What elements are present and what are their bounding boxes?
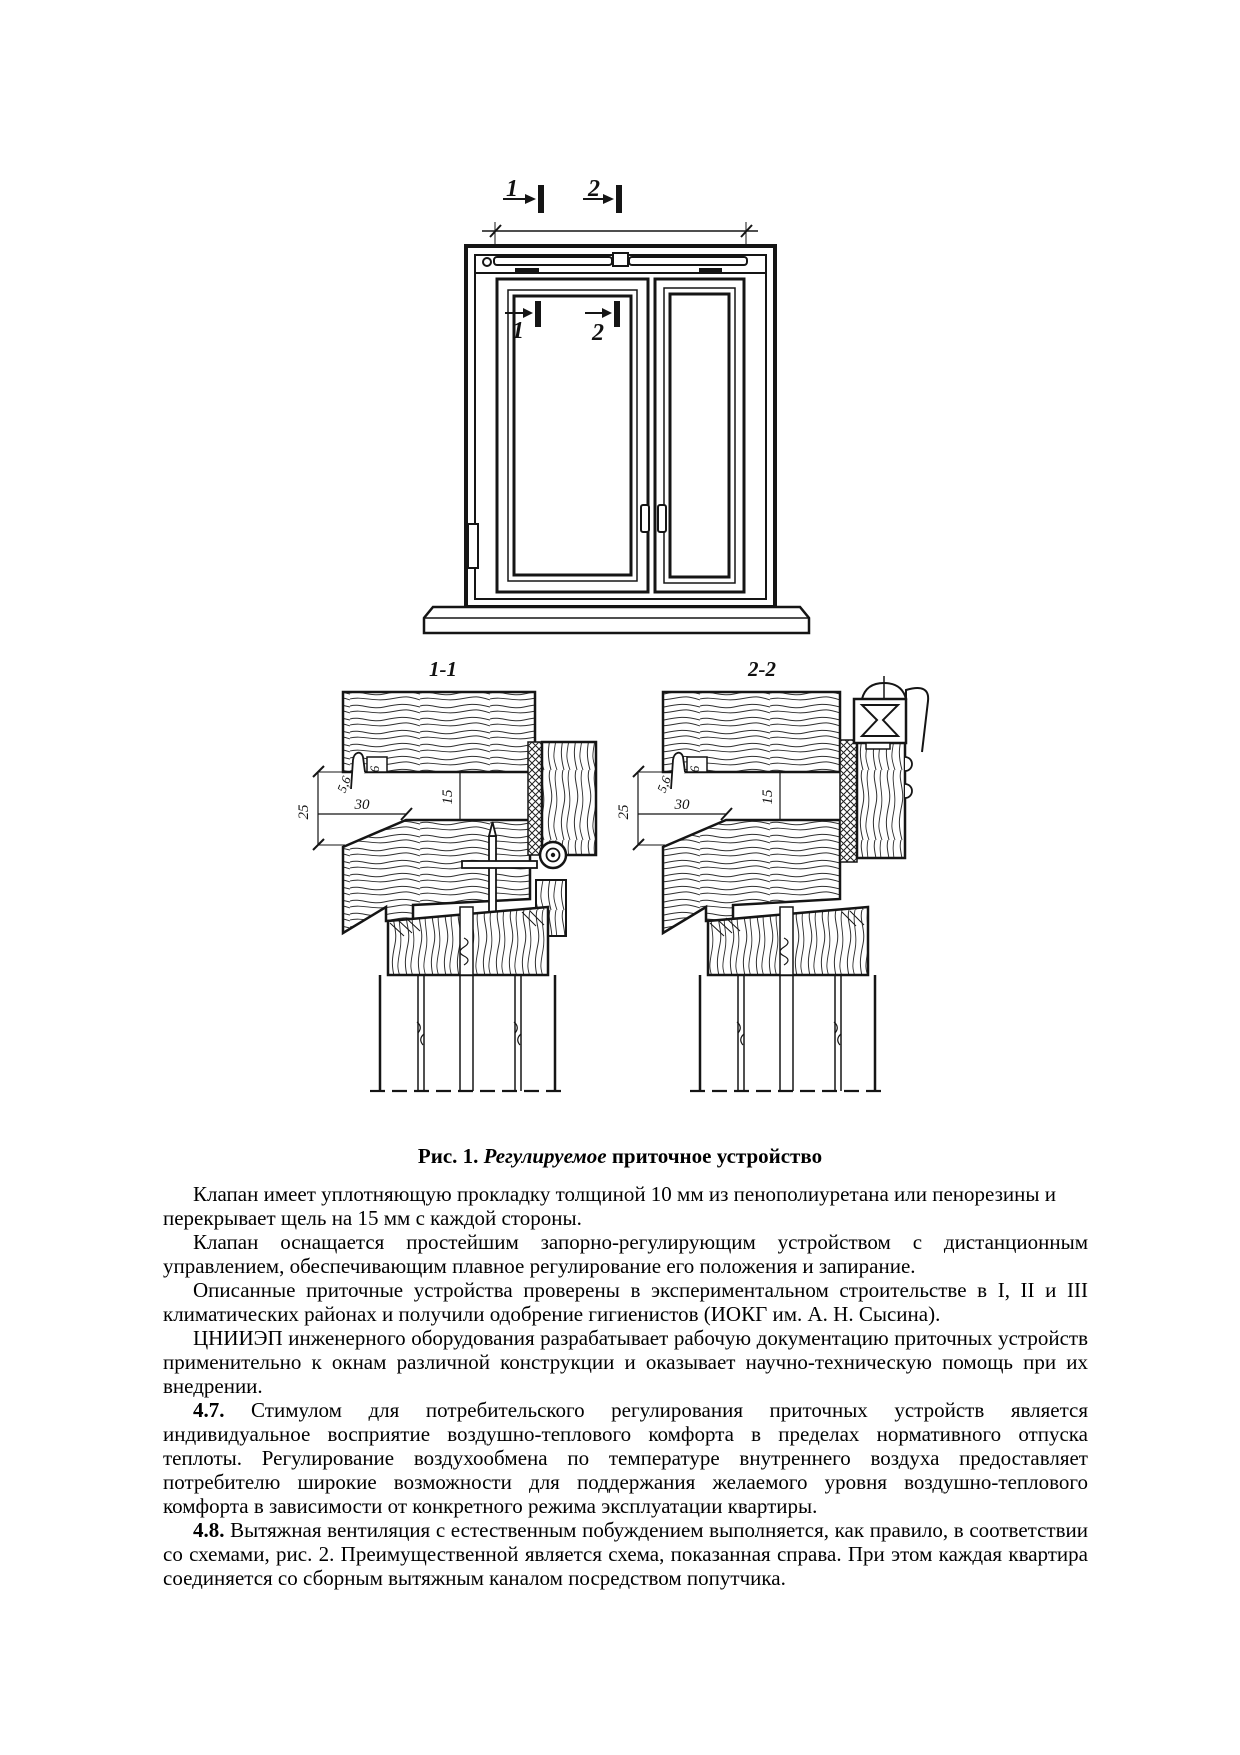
caption-italic-word: Регулируемое	[483, 1144, 607, 1168]
dim-5-6-label-2-2: 5,6	[654, 774, 674, 795]
section-view-1-1: 1-1 6 5,6 25 30 15 15	[296, 657, 598, 1093]
caption-rest: приточное устройство	[606, 1144, 823, 1168]
figure-caption: Рис. 1. Регулируемое приточное устройств…	[0, 1144, 1240, 1169]
dim-25-2-2: 25	[616, 765, 665, 851]
paragraph-4: ЦНИИЭП инженерного оборудования разрабат…	[163, 1326, 1088, 1398]
section-mark-1-label: 1	[506, 176, 518, 202]
section-mark-1-top: 1	[503, 176, 544, 213]
jamb-wood-1-1	[540, 740, 598, 857]
paragraph-4-7: 4.7. Стимулом для потребительского регул…	[163, 1398, 1088, 1518]
dim-30-1-1: 30	[318, 797, 413, 821]
svg-text:25: 25	[296, 804, 312, 820]
svg-text:30: 30	[674, 797, 691, 813]
section-view-2-2: 2-2 6 5,6 25 30 15	[616, 657, 930, 1093]
dim-6-label-1-1: 6	[367, 765, 382, 772]
svg-text:15: 15	[440, 789, 456, 805]
paragraph-3: Описанные приточные устройства проверены…	[163, 1278, 1088, 1326]
dim-15-slot-2-2: 15	[760, 772, 781, 820]
section-mark-2-label: 2	[587, 176, 600, 202]
section-1-1-title: 1-1	[429, 657, 457, 681]
glazing-2-2	[690, 975, 886, 1093]
valve-flap-wood-1-1	[341, 818, 532, 936]
figure-1-drawing: 1 2	[296, 176, 930, 1093]
gasket-2-2	[839, 739, 858, 863]
dim-25-1-1: 25	[296, 765, 345, 851]
section-2-2-title: 2-2	[747, 657, 776, 681]
pivot-hinge-1-1	[538, 840, 568, 870]
left-sash	[495, 277, 650, 594]
clamp-lock-2-2	[852, 676, 930, 799]
vent-valve-strip	[475, 252, 766, 274]
dim-5-6-label-1-1: 5,6	[334, 774, 354, 795]
svg-text:25: 25	[616, 804, 632, 820]
paragraph-1: Клапан имеет уплотняющую прокладку толщи…	[163, 1182, 1056, 1230]
frame-hinge-left	[467, 523, 479, 569]
section-mark-2-inner: 2	[585, 301, 620, 346]
section-mark-2-inner-label: 2	[591, 320, 604, 346]
window-sill	[422, 605, 811, 635]
gasket-1-1	[527, 741, 543, 856]
paragraph-2: Клапан оснащается простейшим запорно-рег…	[163, 1230, 1088, 1278]
section-mark-1-inner: 1	[505, 301, 541, 344]
section-mark-2-top: 2	[583, 176, 622, 213]
center-hinge-left	[640, 504, 650, 533]
window-front-view: 1 2	[422, 176, 811, 635]
dim-30-2-2: 30	[638, 797, 733, 821]
jamb-wood-2-2	[855, 738, 907, 860]
center-hinge-right	[657, 504, 667, 533]
section-mark-1-inner-label: 1	[512, 318, 524, 344]
dim-6-label-2-2: 6	[687, 765, 702, 772]
caption-prefix: Рис. 1.	[417, 1144, 484, 1168]
svg-text:15: 15	[760, 789, 776, 805]
dim-15-slot-1-1: 15	[440, 772, 461, 820]
window-width-dimension	[482, 222, 758, 246]
body-text: Клапан имеет уплотняющую прокладку толщи…	[163, 1182, 1088, 1590]
paragraph-4-8: 4.8. Вытяжная вентиляция с естественным …	[163, 1518, 1088, 1590]
right-sash	[653, 277, 746, 594]
valve-flap-wood-2-2	[661, 818, 842, 936]
svg-text:30: 30	[354, 797, 371, 813]
glazing-1-1	[370, 975, 566, 1093]
